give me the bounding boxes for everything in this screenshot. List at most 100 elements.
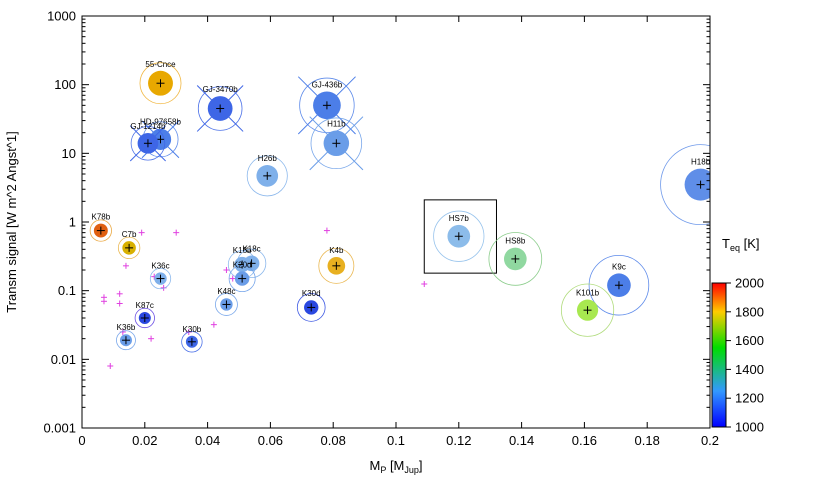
planet-hs7b: HS7b [433, 210, 485, 262]
planet-label: K36b [117, 323, 136, 332]
planet-k78b: K78b [89, 213, 112, 242]
y-tick-labels: 0.001 0.01 0.1 1 10 100 1000 [43, 9, 76, 436]
planet-halo [139, 62, 182, 105]
candidate-marker [223, 266, 230, 273]
planet-label: H11b [327, 120, 346, 129]
colorbar-gradient [711, 282, 727, 428]
planet-halo [117, 236, 141, 260]
candidate-marker [173, 229, 180, 236]
planet-label: K101b [576, 289, 600, 298]
planet-halo [236, 248, 267, 279]
planet-k101b: K101b [560, 283, 615, 337]
colorbar-tick-label: 2000 [735, 276, 764, 291]
planet-halo [246, 155, 288, 197]
planet-h26b: H26b [246, 154, 288, 197]
planet-label: K9c [612, 262, 626, 271]
planet-label: K30b [183, 325, 202, 334]
planet-c7b: C7b [117, 230, 141, 260]
candidate-marker [148, 335, 155, 342]
planet-label: C7b [122, 230, 137, 239]
y-tick-label: 1000 [47, 9, 76, 24]
colorbar-tick-label: 1800 [735, 304, 764, 319]
planet-label: K78b [91, 213, 110, 222]
planet-label: GJ-1214b [130, 122, 166, 131]
planet-label: HD-97658b [140, 118, 181, 127]
highlight-box [423, 199, 497, 274]
x-tick-label: 0 [78, 433, 85, 448]
planet-k87c: K87c [134, 301, 155, 329]
candidate-marker [122, 262, 129, 269]
planet-h18b: H18b [660, 144, 711, 226]
planet-halo [588, 254, 650, 316]
planet-label: K4b [329, 246, 344, 255]
planet-k20d: K20d [228, 260, 256, 293]
planet-label: K30d [302, 289, 321, 298]
colorbar-tick-label: 1400 [735, 362, 764, 377]
y-tick-label: 0.01 [51, 352, 76, 367]
x-tick-label: 0.2 [701, 433, 719, 448]
planet-label: HS8b [505, 237, 526, 246]
x-tick-label: 0.12 [446, 433, 471, 448]
planet-halo [488, 232, 543, 286]
planet-halo [310, 117, 363, 170]
y-tick-label: 0.1 [58, 283, 76, 298]
candidate-marker [421, 281, 428, 288]
x-tick-label: 0.18 [635, 433, 660, 448]
planet-halo [228, 265, 256, 293]
candidate-marker [116, 290, 123, 297]
candidate-marker [323, 227, 330, 234]
planet-label: 55-Cnce [145, 60, 176, 69]
planet-k4b: K4b [318, 246, 355, 284]
planet-label: K48c [217, 287, 235, 296]
planet-halo [116, 330, 136, 351]
planet-label: GJ-436b [312, 80, 343, 89]
candidate-marker [107, 362, 114, 369]
planet-label: HS7b [449, 214, 470, 223]
planet-label: K87c [136, 301, 154, 310]
planet-halo [149, 267, 172, 290]
x-tick-label: 0.06 [258, 433, 283, 448]
y-tick-label: 100 [54, 77, 76, 92]
planet-label: H18b [691, 158, 711, 167]
colorbar-tick-label: 1600 [735, 333, 764, 348]
y-tick-label: 0.001 [43, 421, 76, 436]
y-tick-label: 1 [69, 215, 76, 230]
candidate-marker [210, 321, 217, 328]
plot-frame [81, 15, 711, 429]
x-tick-label: 0.02 [132, 433, 157, 448]
planet-label: GJ-3470b [203, 85, 239, 94]
planet-k30d: K30d [296, 289, 326, 322]
planet-halo [660, 144, 710, 226]
planet-hs8b: HS8b [488, 232, 543, 286]
planet-label: K18c [242, 245, 260, 254]
planet-gj-436b: GJ-436b [297, 76, 356, 135]
highlight-box-layer [423, 199, 497, 274]
x-tick-label: 0.16 [572, 433, 597, 448]
candidate-marker [138, 229, 145, 236]
colorbar-title: Teq [K] [722, 236, 759, 253]
planet-k36b: K36b [116, 323, 136, 351]
planet-label: K36c [151, 261, 169, 270]
planet-halo [433, 210, 485, 262]
y-tick-label: 10 [62, 146, 76, 161]
planet-k9c: K9c [588, 254, 650, 316]
colorbar-tick-label: 1000 [735, 420, 764, 435]
planet-gj-3470b: GJ-3470b [196, 85, 244, 132]
x-tick-label: 0.04 [195, 433, 220, 448]
candidate-marker [100, 298, 107, 305]
colorbar-tick-label: 1200 [735, 391, 764, 406]
candidate-markers [100, 227, 428, 369]
planet-halo [197, 86, 243, 131]
planet-label: K20d [233, 260, 252, 269]
candidate-marker [116, 300, 123, 307]
planet-halo [89, 219, 112, 242]
planet-label: H26b [258, 154, 278, 163]
axis-ticks [81, 15, 711, 429]
x-tick-label: 0.1 [387, 433, 405, 448]
planet-halo [134, 307, 155, 329]
planet-halo [130, 126, 166, 161]
candidate-marker [229, 275, 236, 282]
planet-halo [318, 247, 355, 284]
